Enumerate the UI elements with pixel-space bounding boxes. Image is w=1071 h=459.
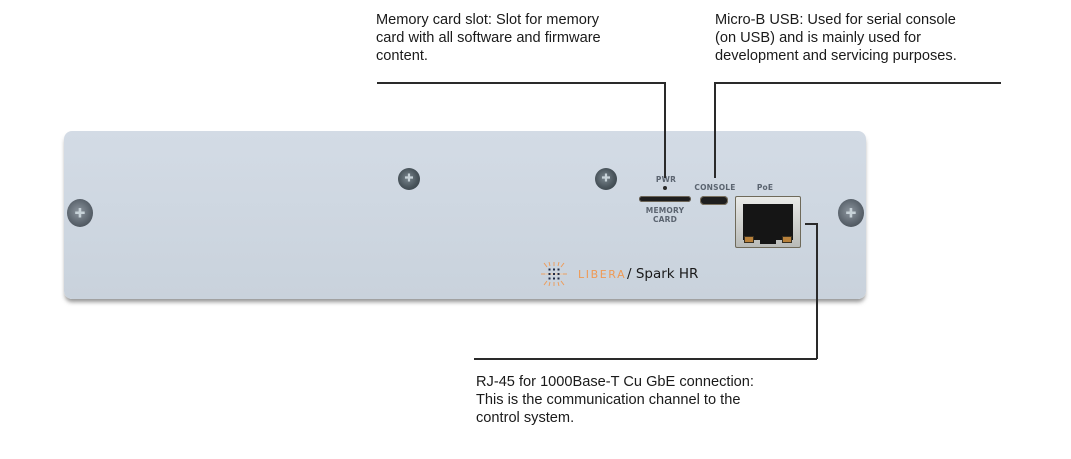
rj45-callout: RJ-45 for 1000Base-T Cu GbE connection: … — [476, 374, 754, 426]
memory-card-label: MEMORY CARD — [645, 206, 685, 224]
pwr-label: PWR — [655, 175, 677, 184]
device-front-panel — [64, 131, 866, 299]
screw-top-left-icon: ✚ — [398, 168, 420, 190]
libera-logo-icon — [541, 262, 567, 286]
screw-top-right-icon: ✚ — [595, 168, 617, 190]
rj45-leader-horizontal — [474, 358, 817, 360]
memory-card-slot[interactable] — [639, 196, 691, 202]
rj45-led-right — [782, 236, 792, 243]
poe-label: PoE — [756, 183, 774, 192]
console-label: CONSOLE — [694, 183, 736, 192]
rj45-leader-stub — [805, 223, 817, 225]
brand-name: LIBERA — [578, 268, 627, 281]
rj45-leader-vertical — [816, 223, 818, 359]
usb-leader-vertical — [714, 82, 716, 178]
rj45-led-left — [744, 236, 754, 243]
micro-usb-callout: Micro-B USB: Used for serial console (on… — [715, 12, 957, 64]
micro-usb-port[interactable] — [700, 196, 728, 205]
rj45-port[interactable] — [735, 196, 801, 248]
product-name: / Spark HR — [627, 266, 699, 282]
power-led — [663, 186, 667, 190]
usb-leader-horizontal — [714, 82, 1001, 84]
memory-card-callout: Memory card slot: Slot for memory card w… — [376, 12, 601, 64]
screw-left-icon: ✚ — [67, 199, 93, 227]
memory-leader-horizontal — [377, 82, 665, 84]
screw-right-icon: ✚ — [838, 199, 864, 227]
memory-leader-vertical — [664, 82, 666, 178]
rj45-socket — [743, 204, 793, 244]
